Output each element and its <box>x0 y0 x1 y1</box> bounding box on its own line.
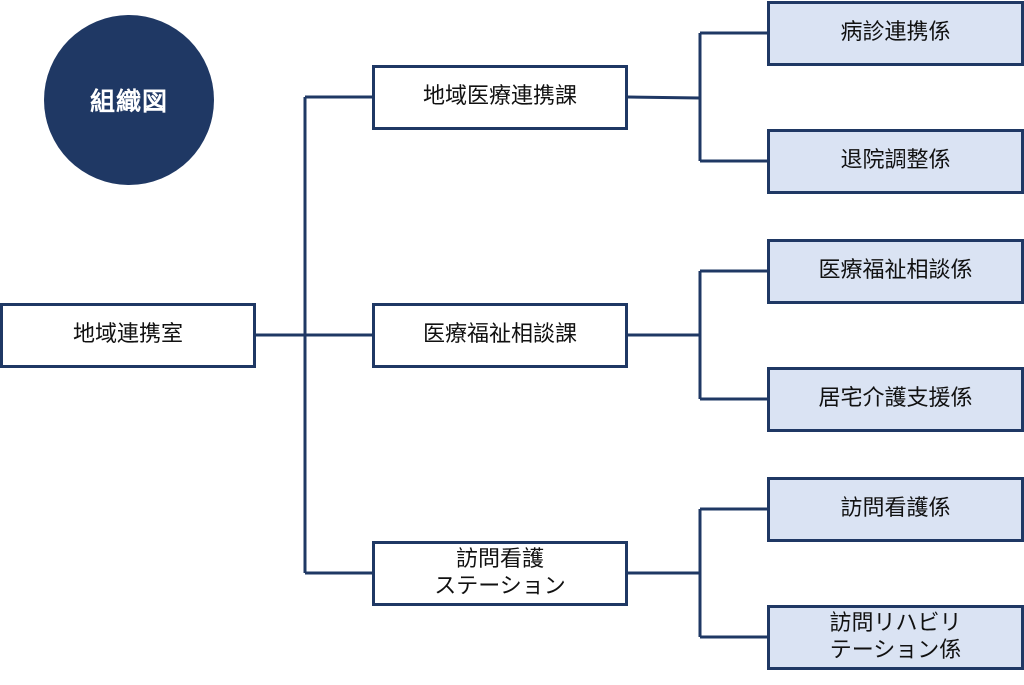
department-node-2-label: 医療福祉相談課 <box>422 322 577 348</box>
section-node-3-1: 訪問看護係 <box>767 477 1024 542</box>
section-node-1-1-label: 病診連携係 <box>840 20 951 46</box>
section-node-2-1: 医療福祉相談係 <box>767 239 1024 304</box>
root-node-label: 地域連携室 <box>72 322 183 348</box>
section-node-1-2-label: 退院調整係 <box>840 148 951 174</box>
connector-dept-1-out <box>627 95 701 100</box>
root-node: 地域連携室 <box>0 303 256 368</box>
section-node-2-1-label: 医療福祉相談係 <box>818 258 973 284</box>
department-node-3-label-line-1: 訪問看護 <box>455 547 544 573</box>
department-node-3-label-line-2: ステーション <box>434 573 566 599</box>
department-node-2: 医療福祉相談課 <box>372 303 628 368</box>
section-node-3-2-label-line-2: テーション係 <box>829 637 962 663</box>
department-node-1-label: 地域医療連携課 <box>422 84 577 110</box>
section-node-1-1: 病診連携係 <box>767 1 1024 66</box>
title-circle: 組織図 <box>44 15 214 185</box>
department-node-3-label: 訪問看護 ステーション <box>434 547 566 600</box>
section-node-3-2-label: 訪問リハビリ テーション係 <box>829 611 961 664</box>
section-node-3-1-label: 訪問看護係 <box>840 496 951 522</box>
department-node-1: 地域医療連携課 <box>372 65 628 130</box>
section-node-2-2-label: 居宅介護支援係 <box>818 386 973 412</box>
section-node-3-2: 訪問リハビリ テーション係 <box>767 605 1024 670</box>
section-node-1-2: 退院調整係 <box>767 129 1024 194</box>
section-node-2-2: 居宅介護支援係 <box>767 367 1024 432</box>
section-node-3-2-label-line-1: 訪問リハビリ <box>829 611 962 637</box>
department-node-3: 訪問看護 ステーション <box>372 541 628 606</box>
